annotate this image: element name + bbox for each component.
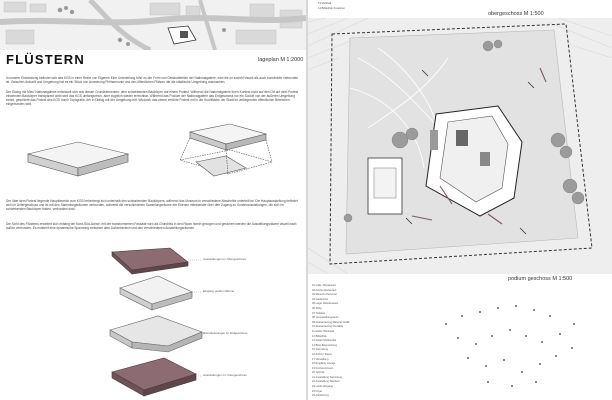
label-ground-services: Dienstleistungen im Erdgeschoss	[203, 331, 248, 335]
legend-item: 11 Atelier Werkstatt	[312, 329, 335, 333]
legend-item: 07 Toiletten	[312, 311, 326, 315]
exploded-upper-floor	[111, 247, 189, 275]
label-entrance-podium: Eingang podium Ebene	[203, 289, 235, 293]
section-markers	[405, 69, 535, 235]
legend-item: 13 Atelier Multimedia	[312, 339, 337, 343]
axonometric-lifted-volume	[179, 123, 274, 177]
legend-item: 22 Ausstellung Wechsel	[312, 380, 340, 384]
legend-item: 12 Bibliothek	[312, 334, 327, 338]
top-legend-item: 14 Bibliothek Kuratoren	[318, 6, 345, 10]
exploded-entrance-podium	[119, 275, 193, 311]
legend-item: 20 Technik	[312, 371, 325, 375]
text-paragraph-3: Der über dem Podest liegende Hauptbereic…	[6, 199, 298, 212]
exploded-axonometric	[109, 247, 206, 397]
exploded-lower-exhibition	[111, 357, 197, 397]
legend-item: 06 Shop	[312, 306, 322, 310]
label-lower-exhibitions: Ausstellungen im Untergeschoss	[203, 373, 247, 377]
text-paragraph-1: In unserer Entwicklung befindet sich das…	[6, 76, 299, 85]
exploded-leader-lines	[188, 259, 206, 377]
legend-item: 21 Ausstellung Sammlung	[312, 375, 342, 379]
floor-plan-drawing	[308, 18, 612, 274]
exploded-ground-services	[109, 315, 203, 353]
legend-item: 16 Archiv / Depot	[312, 352, 332, 356]
legend-item: 01 Café / Restaurant	[312, 284, 336, 287]
legend-item: 03 Museum Personal	[312, 293, 337, 297]
sheet-divider	[306, 0, 308, 400]
label-upper-exhibitions: Ausstellungen im Obergeschoss	[203, 257, 247, 261]
site-trees	[57, 6, 226, 46]
legend-item: 25 Anlieferung	[312, 394, 329, 398]
legend-item: 08 Veranstaltungsraum	[312, 316, 339, 320]
left-board: FLÜSTERN lageplan M 1:2000 In unserer En…	[0, 0, 306, 397]
top-legend-item: 13 Multihall	[318, 2, 332, 5]
legend-item: 14 Büro Besprechung	[312, 343, 338, 347]
podium-plan-markers	[445, 305, 575, 387]
street-hatching	[308, 18, 612, 274]
site-plan	[0, 0, 306, 50]
text-paragraph-2: Der Dialog mit Mies' Nationalgalerie ent…	[6, 90, 299, 107]
legend-item: 18 Empfang Lounge	[312, 362, 336, 366]
legend-item: 10 Restaurierung Gemälde	[312, 325, 344, 329]
room-legend: 01 Café / Restaurant 02 Küche Restaurant…	[312, 284, 432, 399]
top-legend: 13 Multihall 14 Bibliothek Kuratoren	[318, 2, 345, 11]
entrance-block	[430, 130, 438, 150]
legend-item: 15 Sammlung	[312, 348, 329, 352]
site-roads	[0, 0, 306, 50]
podium-floor-scale: podium geschoss M 1:500	[508, 276, 573, 282]
museum-footprint	[411, 67, 547, 225]
axonometric-studies	[26, 123, 274, 177]
site-project-core	[180, 31, 188, 38]
upper-floor-scale: obergeschoss M 1:500	[488, 11, 544, 17]
legend-item: 19 Konferenzraum	[312, 366, 334, 370]
site-plan-scale: lageplan M 1:2000	[258, 57, 304, 63]
legend-item: 17 Verwaltung	[312, 357, 329, 361]
legend-item: 09 Restaurierung Material Grafik	[312, 320, 350, 324]
trees	[343, 39, 585, 223]
axonometric-closed-volume	[26, 141, 130, 177]
legend-item: 24 Foyer	[312, 389, 323, 393]
legend-item: 02 Küche Restaurant	[312, 288, 337, 292]
project-title: FLÜSTERN	[6, 52, 85, 67]
podium-room-markers	[445, 305, 575, 387]
site-buildings	[3, 1, 303, 45]
text-paragraph-4: Die Sicht des Flüsterns erweitert sich e…	[6, 222, 297, 231]
legend-item: 23 Lobby Eingang	[312, 385, 333, 389]
right-board: 13 Multihall 14 Bibliothek Kuratoren obe…	[308, 0, 612, 400]
legend-item: 05 Lager Wanderausst.	[312, 302, 339, 306]
core-stair	[456, 130, 468, 146]
legend-item: 04 Garderobe	[312, 297, 329, 301]
core-lift	[480, 152, 490, 166]
site-boundary	[329, 23, 593, 265]
